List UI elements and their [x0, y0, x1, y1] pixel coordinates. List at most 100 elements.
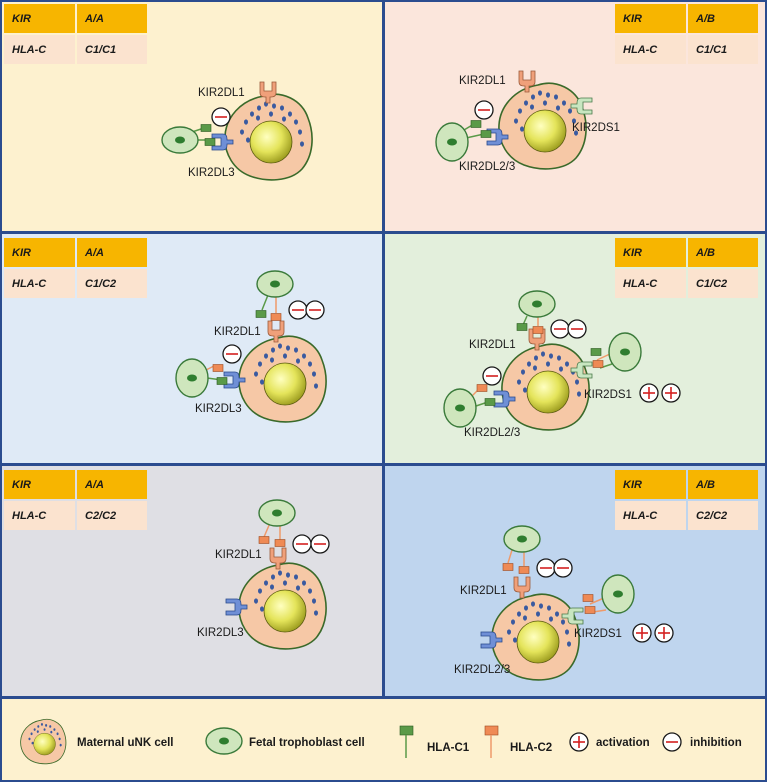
hla-label: HLA-C [615, 269, 686, 298]
inhibition-signal [292, 534, 312, 554]
hla-genotype: C1/C2 [77, 269, 147, 298]
legend-trophoblast-label: Fetal trophoblast cell [249, 737, 365, 749]
hla-c2-ligand [270, 313, 282, 321]
activation-signal [661, 383, 681, 403]
kir-label: KIR [4, 238, 75, 267]
label-kir2dl23: KIR2DL2/3 [459, 161, 515, 173]
legend-hla-c1-label: HLA-C1 [427, 742, 470, 754]
trophoblast-cell [518, 290, 556, 318]
inhibition-signal [474, 100, 494, 120]
unk-cell [224, 93, 313, 181]
kir2dl1-receptor [513, 576, 531, 599]
inhibition-signal [567, 319, 587, 339]
panel-5-diagram: KIR2DL1 KIR2DL3 [197, 499, 330, 650]
hla-c1-ligand [470, 120, 482, 128]
inhibition-signal [222, 344, 242, 364]
label-kir2dl23: KIR2DL2/3 [454, 664, 510, 676]
hla-genotype: C2/C2 [77, 501, 147, 530]
inhibition-signal [536, 558, 556, 578]
legend-panel [0, 697, 767, 782]
hla-c1-ligand [216, 377, 228, 385]
label-kir2dl1: KIR2DL1 [469, 339, 516, 351]
legend-activation-icon [569, 732, 589, 752]
label-kir2dl3: KIR2DL3 [188, 167, 235, 179]
unk-cell [501, 343, 590, 431]
hla-genotype: C1/C2 [688, 269, 758, 298]
hla-c1-ligand [590, 348, 602, 356]
legend-trophoblast-icon [205, 727, 243, 755]
label-kir2dl1: KIR2DL1 [460, 585, 507, 597]
trophoblast-cell [175, 358, 209, 398]
legend-activation-label: activation [596, 737, 650, 749]
hla-genotype: C2/C2 [688, 501, 758, 530]
panel-2-diagram: KIR2DL1 KIR2DS1 KIR2DL2/3 [435, 70, 620, 173]
trophoblast-cell [503, 525, 541, 553]
hla-c1-ligand [480, 130, 492, 138]
panel-4-diagram: KIR2DL1 KIR2DS1 KIR2DL2/3 [443, 290, 681, 439]
kir-genotype: A/B [688, 4, 758, 33]
hla-c1-ligand [200, 124, 212, 132]
label-kir2dl1: KIR2DL1 [198, 87, 245, 99]
label-kir2dl1: KIR2DL1 [215, 549, 262, 561]
label-kir2ds1: KIR2DS1 [572, 122, 620, 134]
kir-genotype: A/B [688, 470, 758, 499]
label-kir2dl1: KIR2DL1 [459, 75, 506, 87]
hla-c1-ligand [204, 138, 216, 146]
hla-label: HLA-C [615, 35, 686, 64]
hla-c1-ligand [255, 310, 267, 318]
kir-genotype: A/A [77, 4, 147, 33]
kir-label: KIR [615, 4, 686, 33]
legend-unk-label: Maternal uNK cell [77, 737, 174, 749]
unk-cell [238, 335, 327, 423]
legend-inhibition-label: inhibition [690, 737, 742, 749]
hla-c2-ligand [476, 384, 488, 392]
trophoblast-cell [443, 388, 477, 428]
hla-c1-ligand [516, 323, 528, 331]
inhibition-signal [553, 558, 573, 578]
hla-genotype: C1/C1 [77, 35, 147, 64]
kir-genotype: A/A [77, 238, 147, 267]
trophoblast-cell [601, 574, 635, 614]
label-kir2ds1: KIR2DS1 [574, 628, 622, 640]
legend-hla-c1-icon [399, 725, 414, 736]
trophoblast-cell [256, 270, 294, 298]
activation-signal [632, 623, 652, 643]
inhibition-signal [482, 366, 502, 386]
legend-hla-c2-label: HLA-C2 [510, 742, 552, 754]
label-kir2dl3: KIR2DL3 [195, 403, 242, 415]
label-kir2dl3: KIR2DL3 [197, 627, 244, 639]
kir-genotype: A/A [77, 470, 147, 499]
trophoblast-cell [161, 126, 199, 154]
label-kir2dl1: KIR2DL1 [214, 326, 261, 338]
hla-genotype: C1/C1 [688, 35, 758, 64]
hla-c2-ligand [502, 563, 514, 571]
hla-c2-ligand [258, 536, 270, 544]
hla-label: HLA-C [4, 501, 75, 530]
activation-signal [654, 623, 674, 643]
hla-label: HLA-C [4, 35, 75, 64]
kir-label: KIR [615, 470, 686, 499]
legend: Maternal uNK cell Fetal trophoblast cell… [20, 718, 742, 765]
inhibition-signal [305, 300, 325, 320]
panel-3-diagram: KIR2DL1 KIR2DL3 [175, 270, 327, 423]
trophoblast-cell [258, 499, 296, 527]
kir-label: KIR [4, 4, 75, 33]
kir-label: KIR [4, 470, 75, 499]
unk-cell [238, 562, 327, 650]
activation-signal [639, 383, 659, 403]
hla-c1-ligand [484, 398, 496, 406]
panel-6-diagram: KIR2DL1 KIR2DS1 KIR2DL2/3 [454, 525, 674, 681]
hla-c2-ligand [584, 606, 596, 614]
panel-1-diagram: KIR2DL1 KIR2DL3 [161, 81, 313, 181]
inhibition-signal [550, 319, 570, 339]
kir-label: KIR [615, 238, 686, 267]
